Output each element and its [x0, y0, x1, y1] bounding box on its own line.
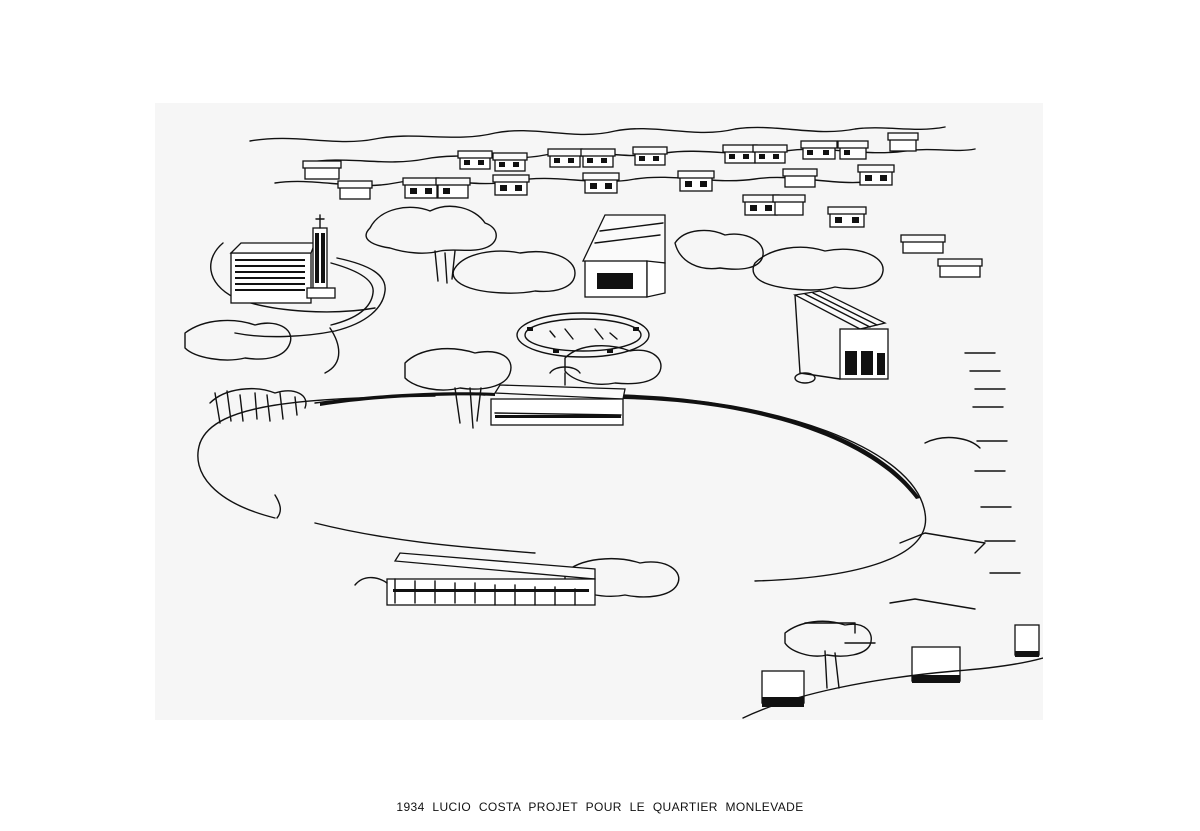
left-foliage — [209, 327, 340, 424]
houses-third-row — [742, 194, 983, 278]
circular-plaza — [516, 312, 650, 358]
long-shed-right — [792, 290, 889, 384]
houses-second-row — [302, 160, 895, 200]
sports-field-oval — [197, 392, 927, 582]
right-stepped-houses — [742, 352, 1043, 719]
church-building — [210, 214, 386, 338]
lower-pavilion — [354, 552, 596, 606]
central-hall — [581, 214, 666, 298]
houses-top-row — [457, 132, 919, 172]
monlevade-perspective-sketch — [184, 126, 1043, 719]
grandstand — [490, 366, 626, 426]
drawing-plate — [155, 103, 1043, 720]
drawing-caption: 1934 LUCIO COSTA PROJET POUR LE QUARTIER… — [396, 800, 804, 814]
